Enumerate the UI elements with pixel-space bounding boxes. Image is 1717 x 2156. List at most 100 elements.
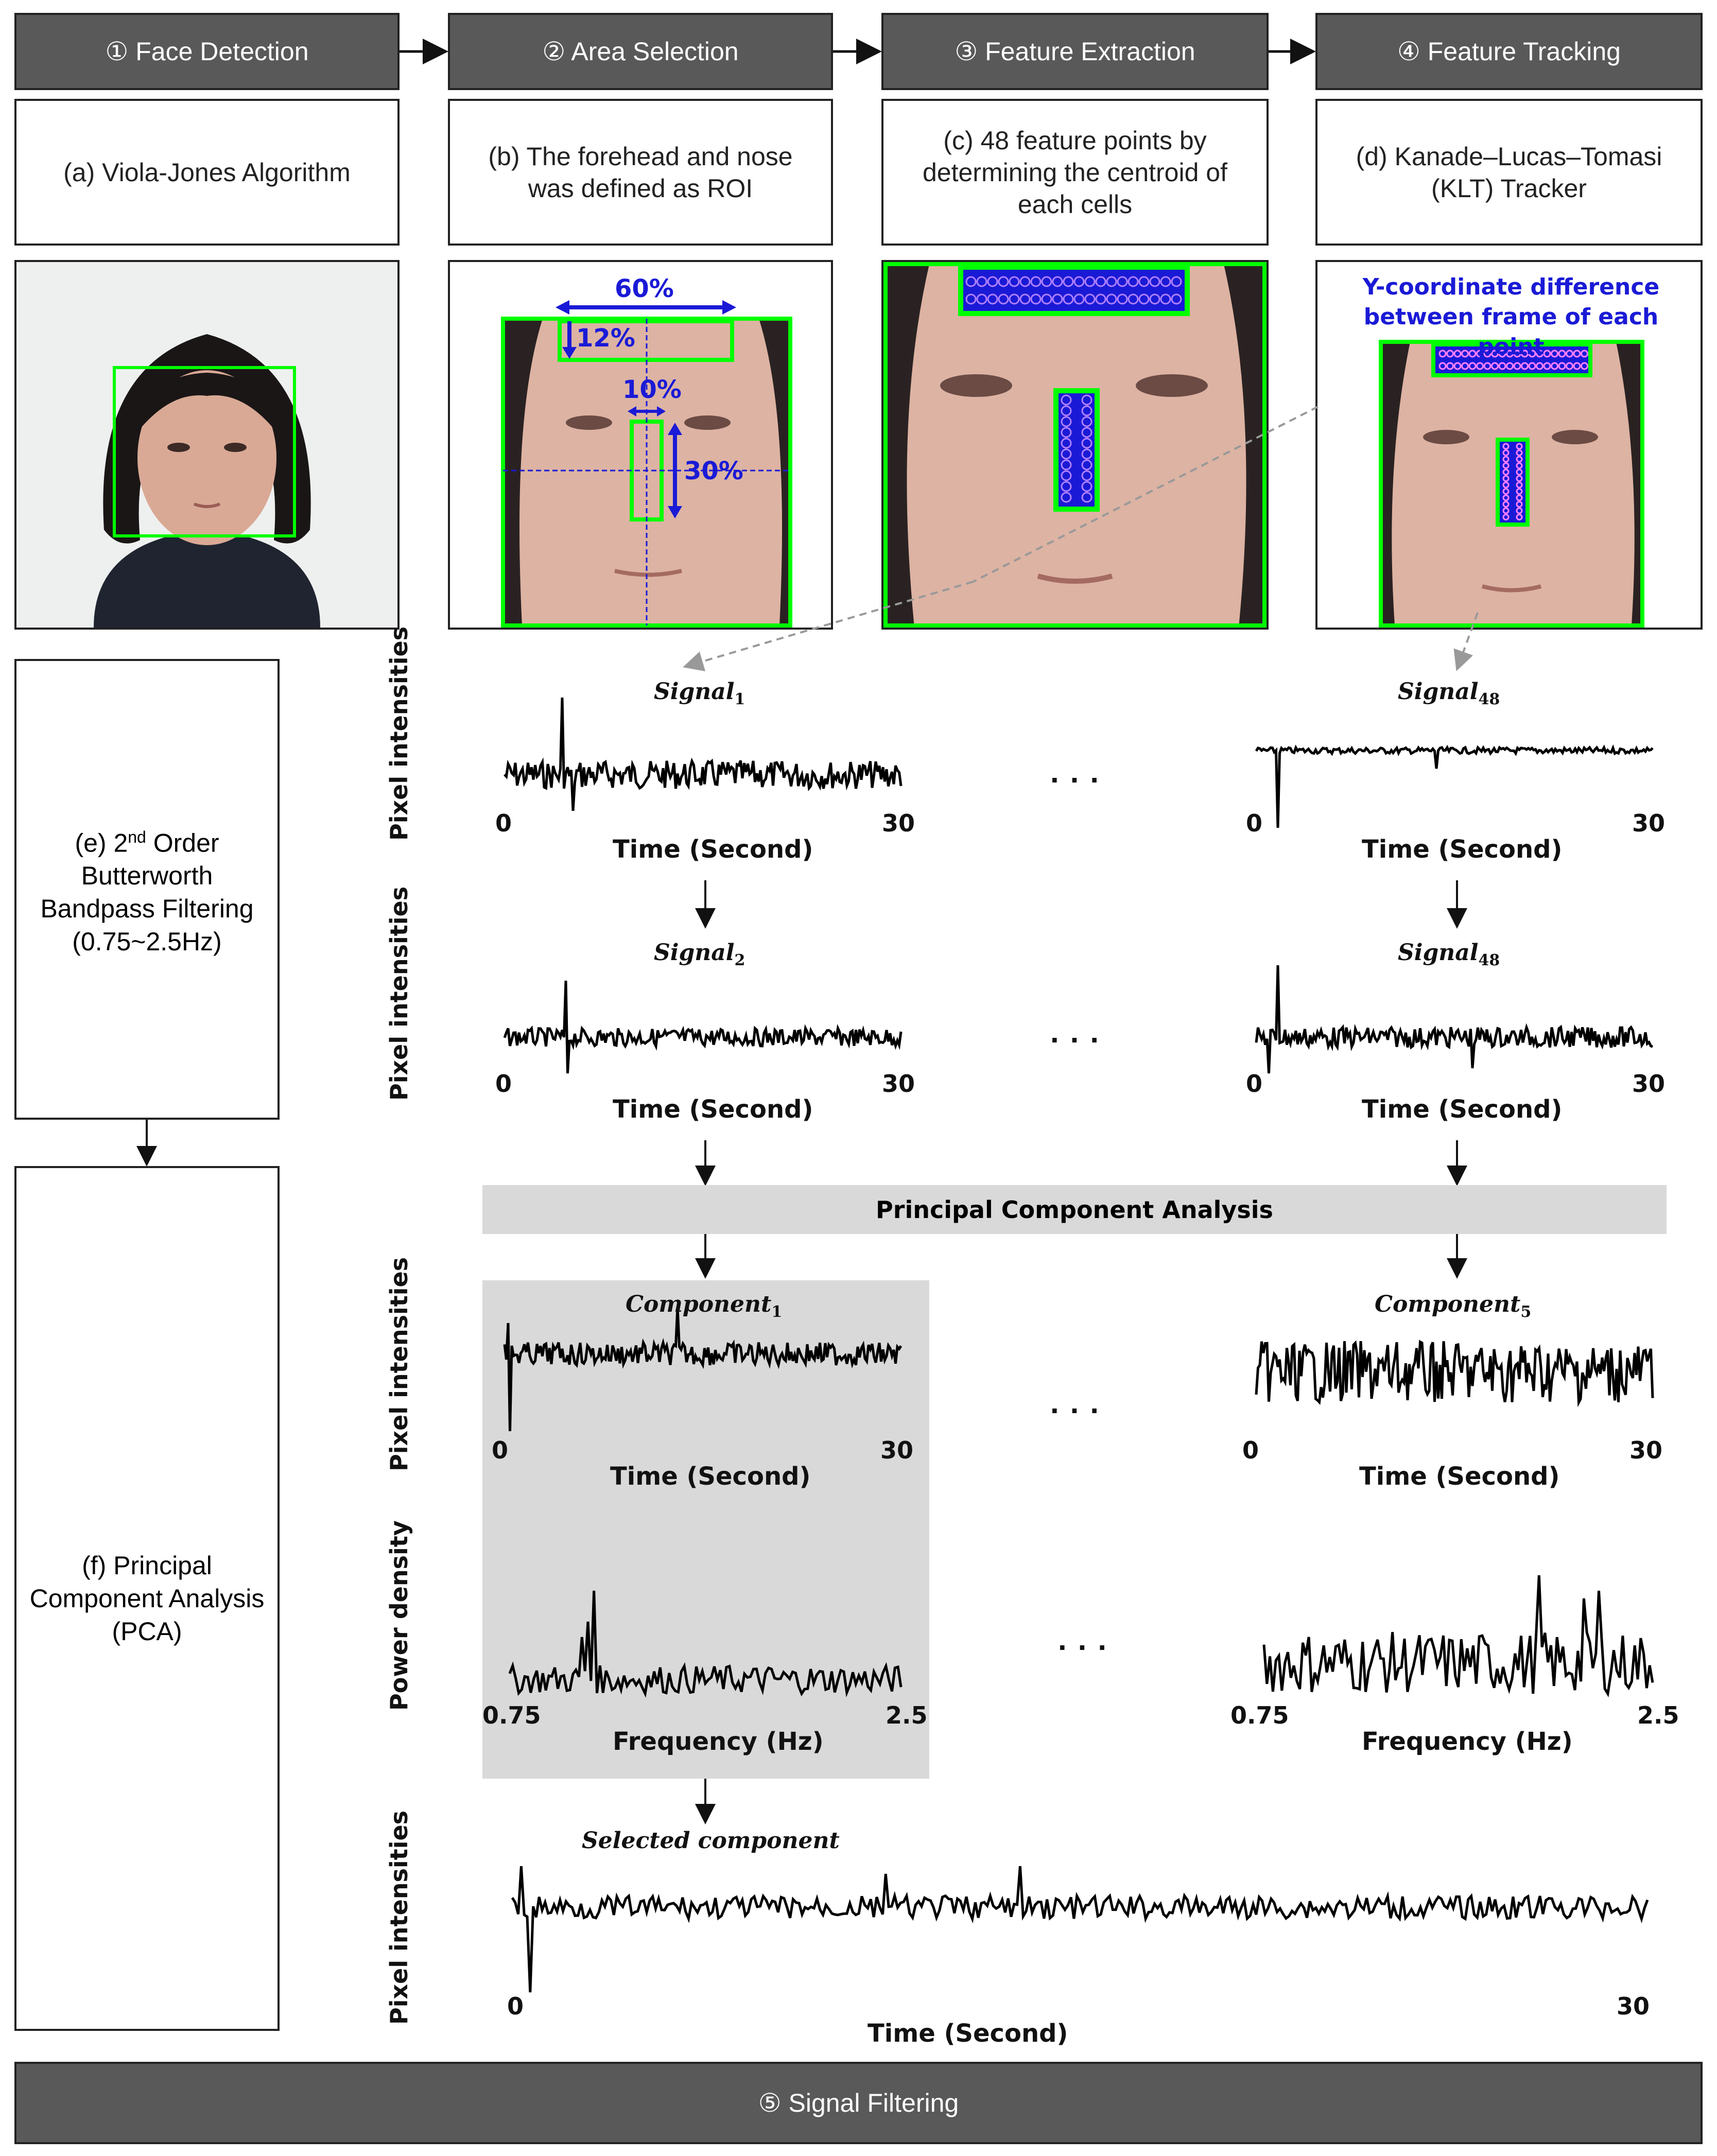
tick-30-r2b: 30 bbox=[1632, 1070, 1666, 1098]
tick-0-r2a: 0 bbox=[495, 1070, 512, 1098]
side-box-butterworth: (e) 2nd Order Butterworth Bandpass Filte… bbox=[14, 659, 280, 1120]
feature-point bbox=[1128, 276, 1139, 287]
feature-point bbox=[1516, 514, 1523, 520]
ylabel-row3: Pixel intensities bbox=[385, 1257, 413, 1471]
feature-point bbox=[1446, 362, 1454, 370]
feature-point bbox=[1030, 293, 1042, 305]
feature-point bbox=[1061, 470, 1072, 481]
component1-psd bbox=[508, 1590, 903, 1698]
feature-point bbox=[1149, 293, 1160, 305]
feature-point bbox=[1009, 276, 1020, 287]
feature-points-illustration bbox=[883, 262, 1267, 628]
feature-point bbox=[1061, 394, 1072, 406]
feature-point bbox=[1516, 475, 1523, 482]
roi-illustration bbox=[450, 262, 831, 628]
feature-point bbox=[1149, 276, 1160, 287]
stage-feature-tracking: ④ Feature Tracking bbox=[1315, 13, 1703, 90]
feature-point bbox=[1052, 293, 1063, 305]
tick-0-r1b: 0 bbox=[1246, 809, 1263, 837]
feature-point bbox=[1528, 362, 1536, 370]
tick-30-r3b: 30 bbox=[1629, 1436, 1663, 1464]
feature-point bbox=[1453, 362, 1462, 370]
xlabel-r5: Time (Second) bbox=[868, 2019, 1068, 2048]
feature-point bbox=[1502, 456, 1510, 463]
feature-point bbox=[1438, 350, 1447, 358]
ylabel-row5: Pixel intensities bbox=[385, 1810, 413, 2025]
ellipsis-r2: ... bbox=[1050, 1015, 1111, 1049]
feature-point bbox=[1483, 350, 1491, 358]
feature-point bbox=[1019, 276, 1031, 287]
tracking-note: Y-coordinate difference between frame of… bbox=[1362, 274, 1660, 360]
tick-f1-r4a: 2.5 bbox=[886, 1701, 928, 1729]
ellipsis-r1: ... bbox=[1050, 755, 1111, 789]
feature-point bbox=[1081, 416, 1092, 427]
feature-point bbox=[1483, 362, 1491, 370]
feature-point bbox=[1041, 276, 1052, 287]
xlabel-r2b: Time (Second) bbox=[1362, 1095, 1563, 1124]
tick-30-r2a: 30 bbox=[882, 1070, 915, 1098]
feature-point bbox=[1095, 293, 1106, 305]
tick-30-r1a: 30 bbox=[882, 809, 915, 837]
feature-point bbox=[1506, 350, 1514, 358]
signal48-title-b: Signal48 bbox=[1398, 940, 1500, 969]
stage-feature-extraction: ③ Feature Extraction bbox=[881, 13, 1269, 90]
component5-psd bbox=[1262, 1575, 1654, 1698]
feature-point bbox=[1498, 362, 1506, 370]
feature-point bbox=[1502, 481, 1510, 489]
tick-f0-r4b: 0.75 bbox=[1230, 1701, 1289, 1729]
desc-text: (c) 48 feature points by determining the… bbox=[922, 126, 1228, 219]
feature-point bbox=[1558, 350, 1566, 358]
feature-point bbox=[1081, 427, 1092, 438]
selected-component-trace bbox=[511, 1866, 1649, 1993]
signal2-trace bbox=[503, 980, 903, 1074]
feature-point bbox=[1502, 462, 1510, 469]
desc-viola-jones: (a) Viola-Jones Algorithm bbox=[14, 99, 400, 246]
feature-point bbox=[1476, 362, 1484, 370]
feature-point bbox=[1516, 494, 1523, 501]
feature-point bbox=[1061, 481, 1072, 492]
component5-trace bbox=[1255, 1340, 1654, 1407]
desc-text: (a) Viola-Jones Algorithm bbox=[63, 158, 351, 187]
ylabel-row4: Power density bbox=[385, 1520, 413, 1711]
feature-point bbox=[1491, 350, 1499, 358]
feature-point bbox=[1536, 350, 1543, 358]
feature-point bbox=[1081, 438, 1092, 449]
face-illustration bbox=[16, 262, 397, 628]
feature-point bbox=[987, 293, 998, 305]
butterworth-text: (e) 2nd Order Butterworth Bandpass Filte… bbox=[40, 827, 254, 957]
feature-point bbox=[1558, 362, 1566, 370]
tick-0-r5: 0 bbox=[507, 1992, 524, 2020]
ylabel-row1: Pixel intensities bbox=[385, 626, 413, 841]
feature-point bbox=[1171, 276, 1182, 287]
tick-30-r3a: 30 bbox=[880, 1436, 914, 1464]
feature-point bbox=[1041, 293, 1052, 305]
feature-point bbox=[1521, 350, 1529, 358]
ellipsis-r3: ... bbox=[1050, 1385, 1111, 1420]
feature-point bbox=[1009, 293, 1020, 305]
feature-point bbox=[1128, 293, 1139, 305]
feature-point bbox=[1521, 362, 1529, 370]
stage-label: ④ Feature Tracking bbox=[1397, 37, 1621, 66]
feature-point bbox=[1106, 293, 1117, 305]
feature-point bbox=[1061, 416, 1072, 427]
tick-0-r2b: 0 bbox=[1246, 1070, 1263, 1098]
feature-point bbox=[1566, 362, 1573, 370]
feature-point bbox=[1573, 350, 1581, 358]
xlabel-r1a: Time (Second) bbox=[613, 835, 813, 864]
feature-point bbox=[976, 293, 987, 305]
tick-30-r5: 30 bbox=[1617, 1992, 1650, 2020]
feature-point bbox=[1061, 405, 1072, 416]
feature-point bbox=[1438, 362, 1447, 370]
pca-bar-label: Principal Component Analysis bbox=[876, 1195, 1273, 1224]
feature-point bbox=[1138, 276, 1150, 287]
feature-point bbox=[998, 276, 1009, 287]
feature-point bbox=[1502, 475, 1510, 482]
feature-point bbox=[1502, 494, 1510, 501]
tick-30-r1b: 30 bbox=[1632, 809, 1666, 837]
ylabel-row2: Pixel intensities bbox=[385, 886, 413, 1101]
component5-title: Component5 bbox=[1375, 1291, 1532, 1321]
desc-feature-points: (c) 48 feature points by determining the… bbox=[881, 99, 1269, 246]
tick-f0-r4a: 0.75 bbox=[482, 1701, 541, 1729]
feature-point bbox=[1030, 276, 1042, 287]
